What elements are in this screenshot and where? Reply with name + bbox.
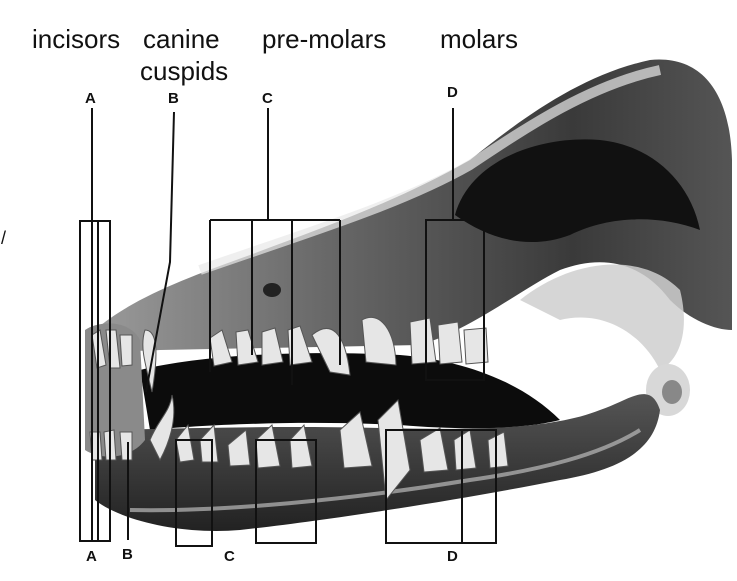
edge-mark: / [1,228,6,249]
marker-bottom-b: B [122,546,133,563]
marker-bottom-c: C [224,548,235,565]
marker-top-d: D [447,84,458,101]
mouth-cavity [140,353,560,430]
premolars-header: pre-molars [262,24,386,54]
marker-top-a: A [85,90,96,107]
marker-top-b: B [168,90,179,107]
marker-bottom-a: A [86,548,97,565]
marker-top-c: C [262,90,273,107]
marker-bottom-d: D [447,548,458,565]
molars-header: molars [440,24,518,54]
incisors-header: incisors [32,24,120,54]
canine-header: canine [143,24,220,54]
cuspids-header: cuspids [140,56,228,86]
